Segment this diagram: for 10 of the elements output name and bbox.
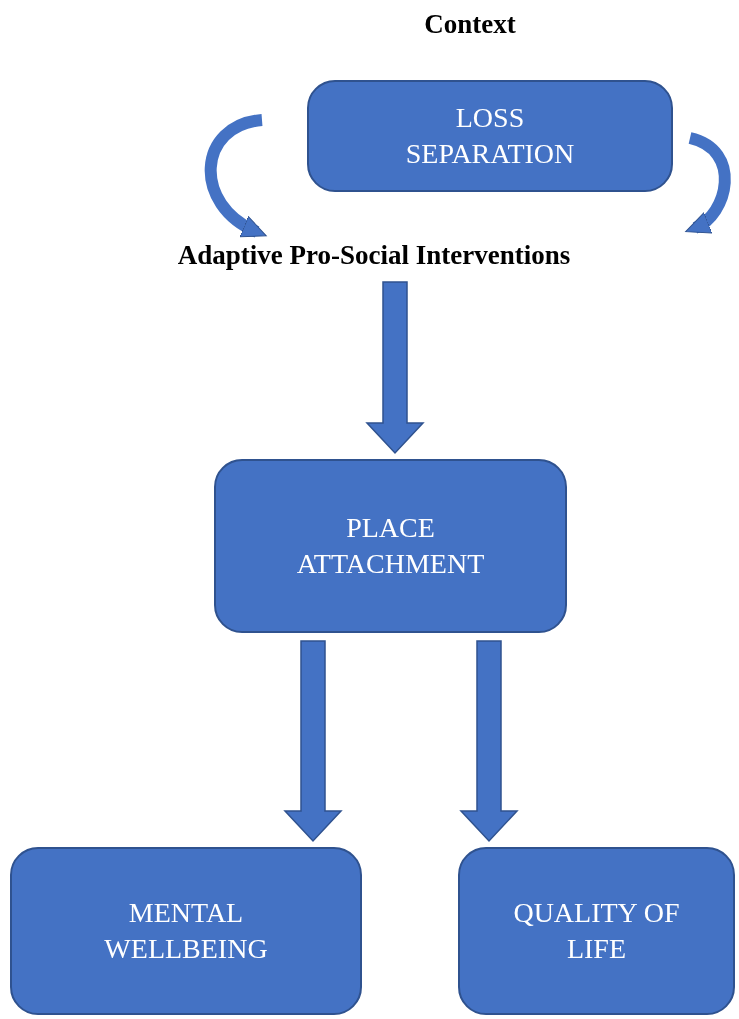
block-arrow [365,281,425,455]
process-box: LOSS SEPARATION [307,80,673,192]
block-arrow [459,640,519,843]
stage-label: Adaptive Pro-Social Interventions [130,238,618,274]
block-arrow [283,640,343,843]
process-box: QUALITY OF LIFE [458,847,735,1015]
process-box: PLACE ATTACHMENT [214,459,567,633]
title: Context [423,8,517,41]
curved-arrow [204,114,267,238]
process-box: MENTAL WELLBEING [10,847,362,1015]
